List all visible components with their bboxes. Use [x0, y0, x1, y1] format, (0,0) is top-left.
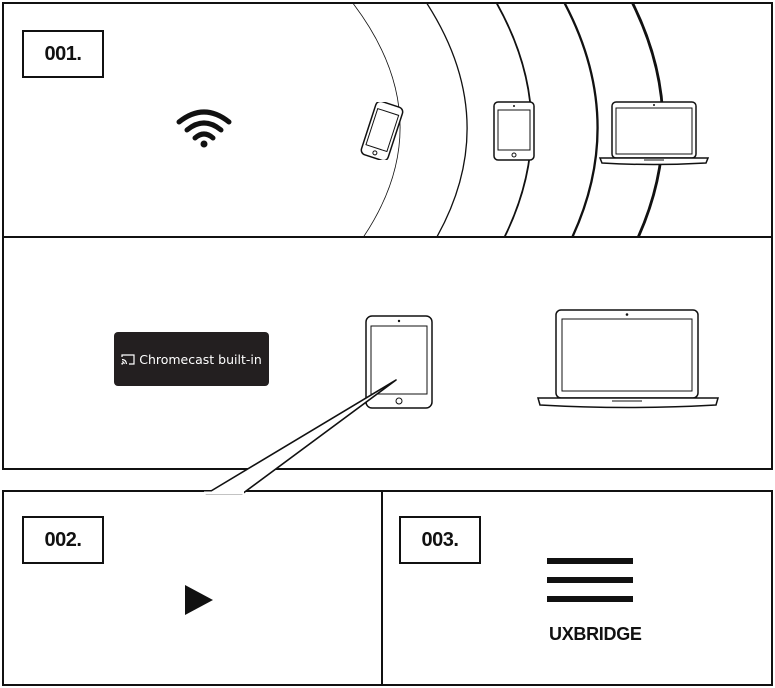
brand-name: UXBRIDGE — [549, 624, 642, 644]
panel-step-4: 003. UXBRIDGE — [381, 490, 773, 686]
panel-step-3: 002. — [2, 490, 383, 686]
phone-icon — [360, 102, 404, 160]
chromecast-button-label: Chromecast built-in — [139, 351, 262, 367]
hamburger-icon — [547, 558, 633, 602]
wifi-icon — [176, 109, 232, 148]
step-label-003: 003. — [399, 516, 481, 564]
cast-icon — [121, 353, 135, 365]
panel-step-1: 001. — [2, 2, 773, 238]
tablet-icon — [493, 101, 535, 161]
panel-step-2: Chromecast built-in — [2, 236, 773, 470]
step-label-002: 002. — [22, 516, 104, 564]
laptop-icon — [537, 309, 719, 409]
laptop-icon — [598, 101, 710, 166]
play-icon[interactable] — [184, 584, 214, 616]
chromecast-button[interactable]: Chromecast built-in — [114, 332, 269, 386]
step-label-001: 001. — [22, 30, 104, 78]
tablet-icon — [365, 315, 433, 409]
